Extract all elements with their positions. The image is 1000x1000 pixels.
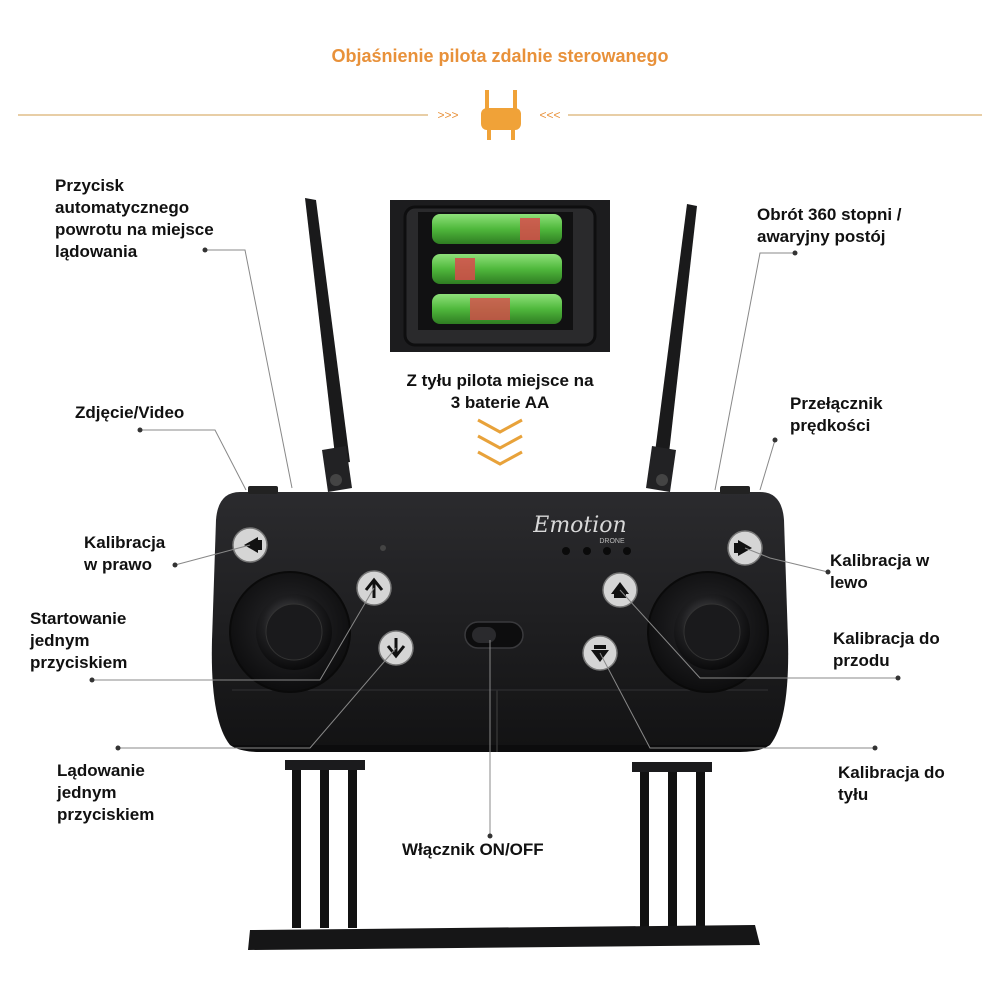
label-takeoff-line1: Startowanie xyxy=(30,609,127,628)
label-speed-switch: Przełącznik prędkości xyxy=(790,393,883,437)
label-power: Włącznik ON/OFF xyxy=(402,840,544,859)
battery-2 xyxy=(432,254,562,284)
label-calib-left-line1: Kalibracja w xyxy=(830,551,930,570)
label-calib-left: Kalibracja w lewo xyxy=(830,550,929,594)
label-photo-video: Zdjęcie/Video xyxy=(75,403,185,422)
leader-dots xyxy=(89,247,901,839)
left-joystick[interactable] xyxy=(229,571,351,693)
label-calib-forward-line1: Kalibracja do xyxy=(833,629,940,648)
label-calib-back-line2: tyłu xyxy=(838,785,869,804)
label-landing-line3: przyciskiem xyxy=(57,805,155,824)
label-calib-right-line2: w prawo xyxy=(84,555,153,574)
label-calib-forward-line2: przodu xyxy=(833,651,890,670)
arrow-right-glyph: >>> xyxy=(437,108,458,122)
battery-caption: Z tyłu pilota miejsce na 3 baterie AA xyxy=(350,370,650,414)
label-calib-forward: Kalibracja do przodu xyxy=(833,628,940,672)
brand-logo: Emotion xyxy=(532,513,626,538)
leader-lines xyxy=(92,249,898,836)
label-landing: Lądowanie jednym przyciskiem xyxy=(57,760,154,826)
controller-body xyxy=(211,492,789,752)
power-switch[interactable] xyxy=(464,621,524,649)
status-leds xyxy=(562,547,631,555)
shoulder-buttons xyxy=(248,486,750,494)
label-return-home-line4: lądowania xyxy=(55,242,138,261)
left-antenna xyxy=(305,198,352,492)
label-calib-left-line2: lewo xyxy=(830,573,868,592)
battery-caption-line2: 3 baterie AA xyxy=(450,393,550,412)
label-rotate-360: Obrót 360 stopni / awaryjny postój xyxy=(757,204,902,248)
label-takeoff: Startowanie jednym przyciskiem xyxy=(30,608,127,674)
battery-1 xyxy=(432,214,562,244)
label-return-home-line2: automatycznego xyxy=(55,198,190,217)
battery-compartment-photo xyxy=(390,200,610,352)
label-calib-back: Kalibracja do tyłu xyxy=(838,762,945,806)
label-calib-right: Kalibracja w prawo xyxy=(84,532,165,576)
label-speed-switch-line2: prędkości xyxy=(790,416,871,435)
right-joystick[interactable] xyxy=(647,571,769,693)
label-takeoff-line2: jednym xyxy=(30,631,90,650)
label-calib-right-line1: Kalibracja xyxy=(84,533,166,552)
arrow-left-glyph: <<< xyxy=(539,108,560,122)
label-return-home: Przycisk automatycznego powrotu na miejs… xyxy=(55,175,214,263)
label-return-home-line1: Przycisk xyxy=(55,176,124,195)
battery-3 xyxy=(432,294,562,324)
label-rotate-360-line2: awaryjny postój xyxy=(757,227,886,246)
phone-holder xyxy=(248,760,760,950)
label-takeoff-line3: przyciskiem xyxy=(30,653,128,672)
label-landing-line2: jednym xyxy=(57,783,117,802)
battery-caption-line1: Z tyłu pilota miejsce na xyxy=(406,371,594,390)
header-divider: >>> <<< xyxy=(18,90,982,140)
diagram-title: Objaśnienie pilota zdalnie sterowanego xyxy=(331,46,669,66)
label-rotate-360-line1: Obrót 360 stopni / xyxy=(757,205,902,224)
label-landing-line1: Lądowanie xyxy=(57,761,145,780)
remote-icon xyxy=(481,90,521,140)
label-calib-back-line1: Kalibracja do xyxy=(838,763,945,782)
right-antenna xyxy=(646,204,697,492)
label-return-home-line3: powrotu na miejsce xyxy=(55,220,214,239)
down-chevrons xyxy=(477,418,523,466)
label-speed-switch-line1: Przełącznik xyxy=(790,394,883,413)
brand-sub-logo: DRONE xyxy=(599,538,625,545)
